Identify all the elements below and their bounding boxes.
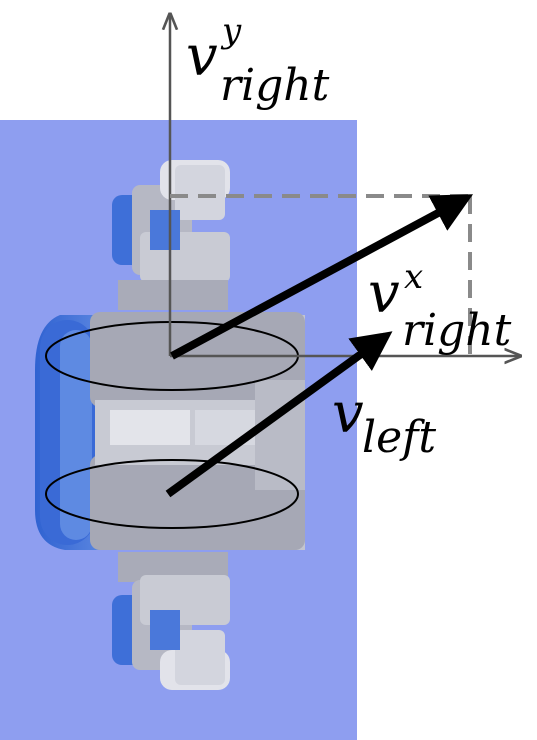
svg-text:x: x [404, 257, 423, 297]
label-v-right-x: v x right [368, 257, 512, 356]
bottom-arm [112, 552, 230, 690]
label-v-right-y: v y right [186, 11, 330, 111]
svg-text:left: left [362, 412, 436, 463]
svg-text:v: v [332, 381, 364, 446]
v-right-vector [170, 194, 474, 360]
svg-text:right: right [220, 60, 330, 111]
v-left-vector [165, 331, 393, 498]
top-arm [112, 160, 230, 310]
svg-text:v: v [368, 261, 400, 326]
robot-body [35, 312, 305, 550]
label-v-left: v left [332, 381, 436, 463]
svg-text:y: y [220, 11, 242, 51]
svg-text:v: v [186, 24, 218, 89]
left-wheel-ellipse [45, 459, 299, 529]
robot-illustration [35, 160, 305, 690]
svg-text:right: right [402, 305, 512, 356]
